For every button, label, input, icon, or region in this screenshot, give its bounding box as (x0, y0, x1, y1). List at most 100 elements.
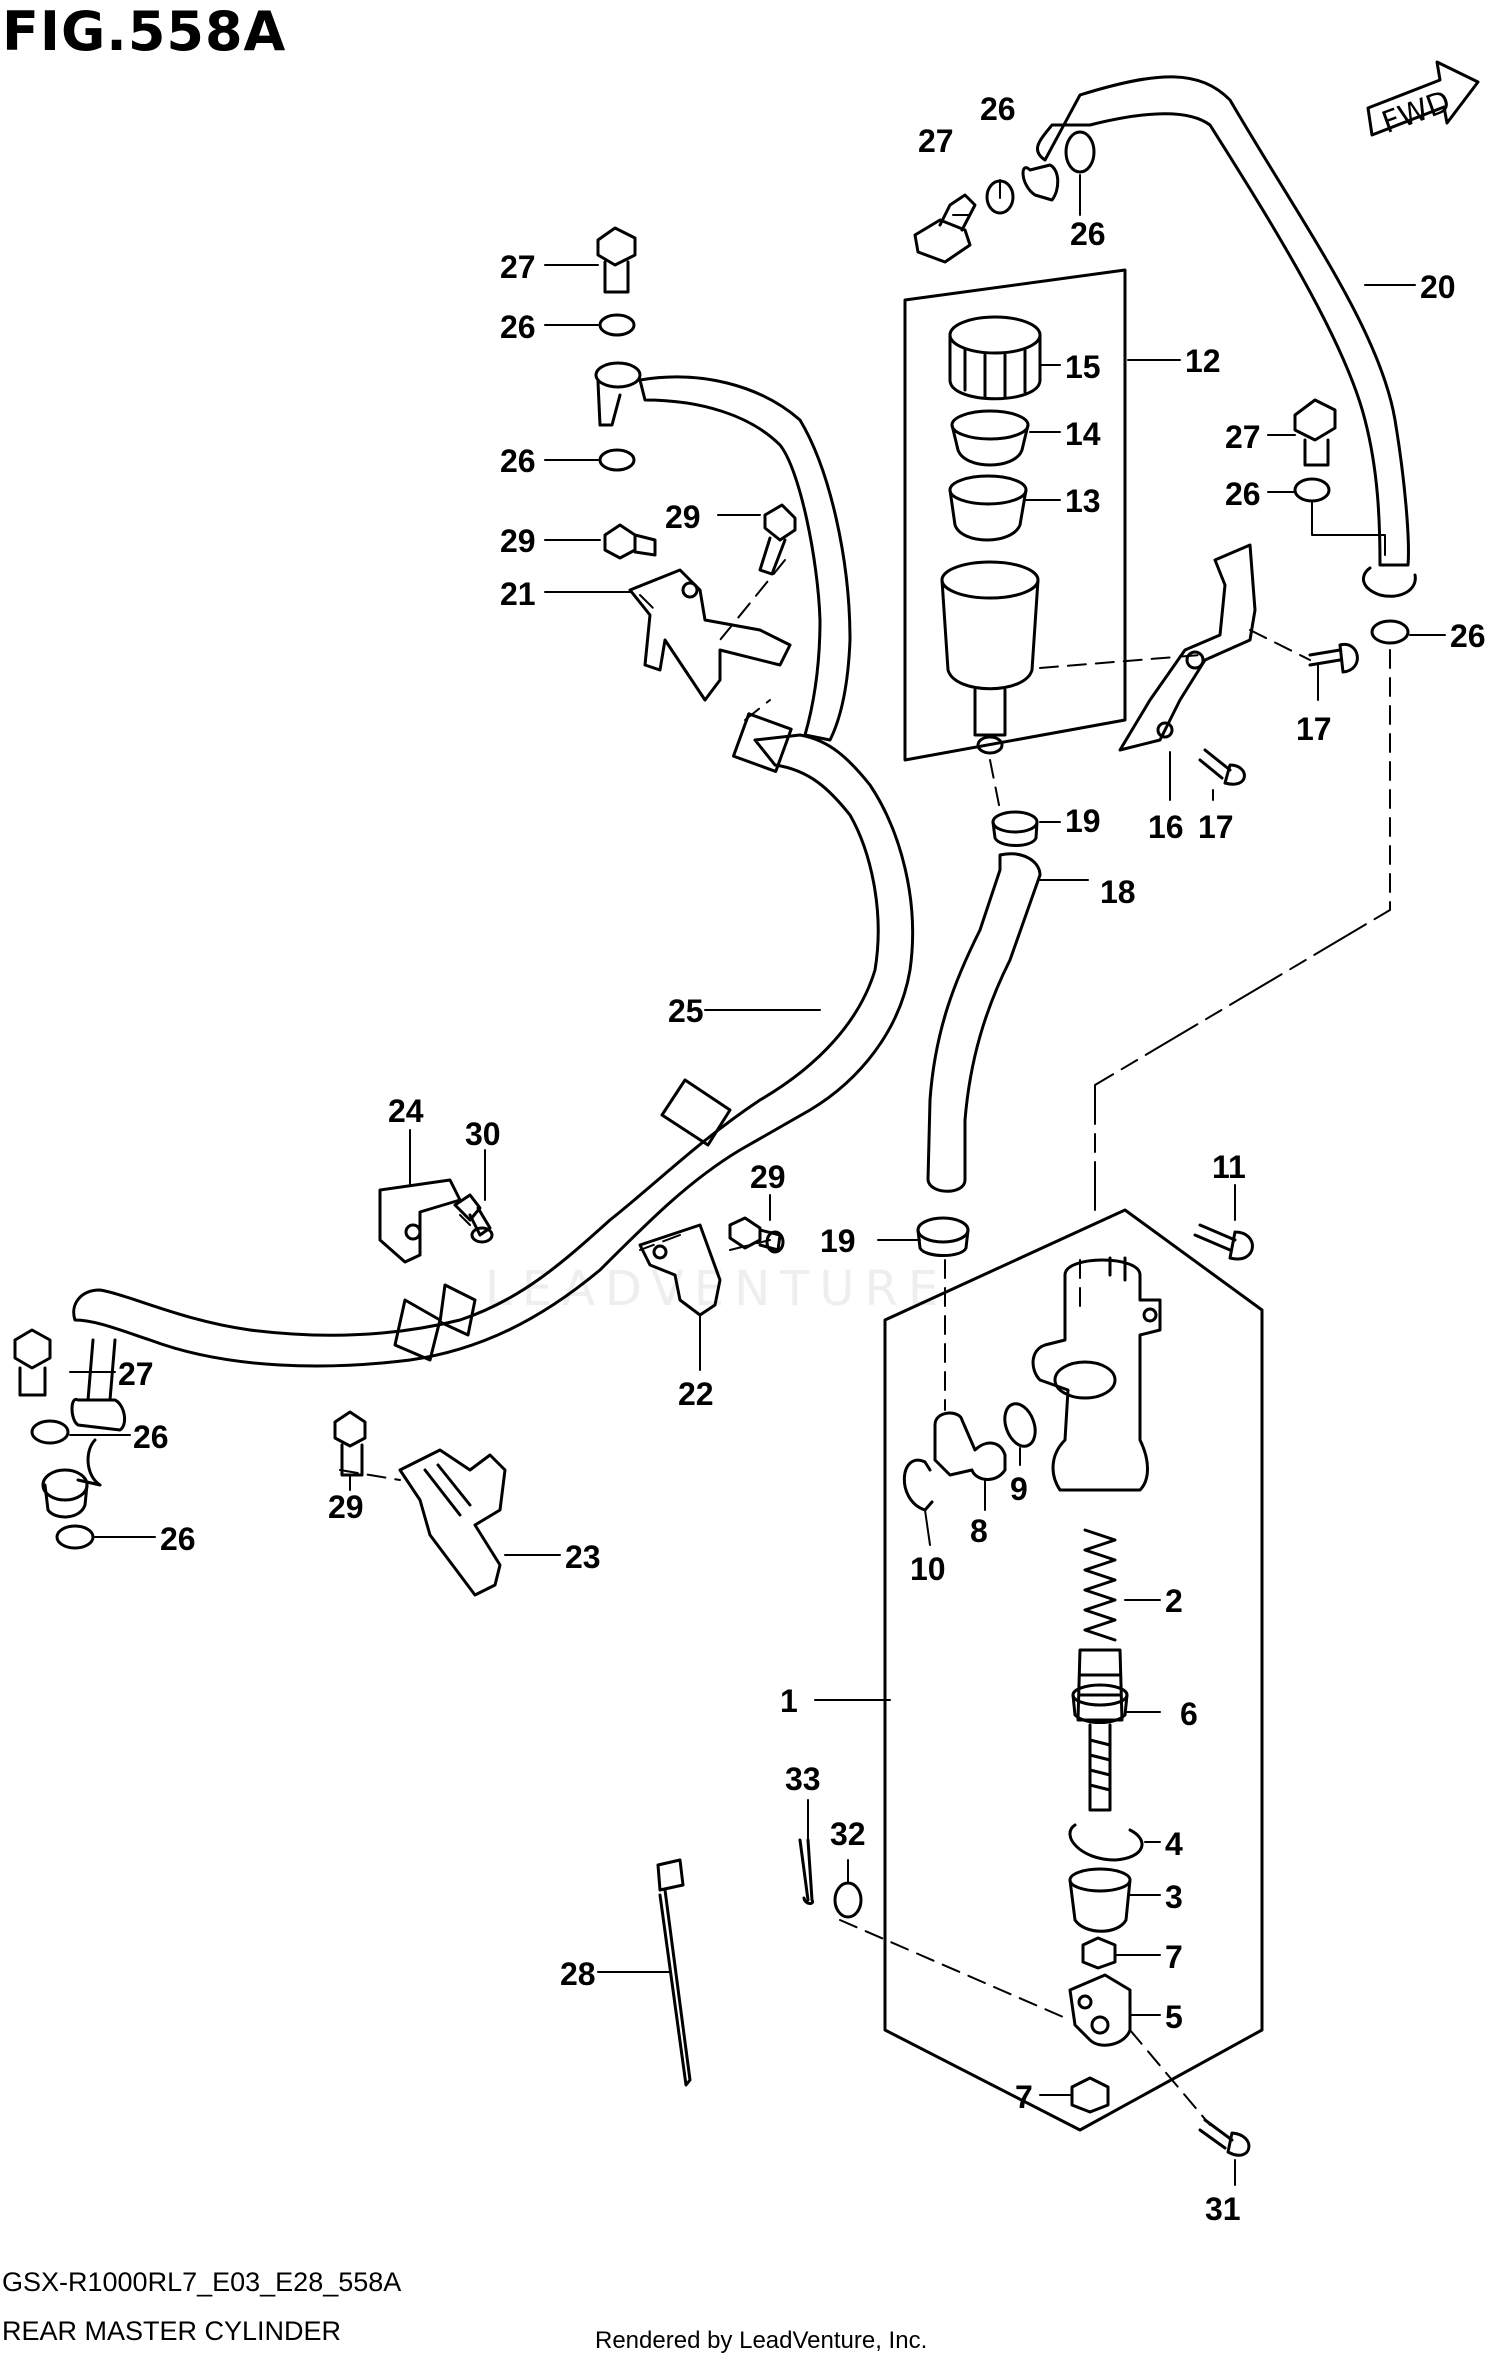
washer-26-left-a (598, 313, 636, 337)
callout-15: 15 (1065, 349, 1101, 385)
push-rod-6 (1071, 1683, 1129, 1812)
nut-7-bottom (1070, 2076, 1110, 2114)
callout-12: 12 (1185, 343, 1221, 379)
master-cylinder-body (1031, 1256, 1162, 1492)
callout-30: 30 (465, 1116, 501, 1152)
washer-26-right-b (1370, 619, 1410, 645)
callout-8: 8 (970, 1513, 988, 1549)
model-code: GSX-R1000RL7_E03_E28_558A (2, 2267, 402, 2297)
callout-25: 25 (668, 993, 704, 1029)
banjo-fitting-top (985, 130, 1096, 215)
callout-19-top: 19 (1065, 803, 1101, 839)
callout-23: 23 (565, 1539, 601, 1575)
callout-26-hose-b: 26 (160, 1521, 196, 1557)
callout-20: 20 (1420, 269, 1456, 305)
clevis-5 (1068, 1973, 1132, 2047)
bolt-29-d (333, 1410, 367, 1477)
leader-lines (69, 174, 1446, 2186)
piston-spring-2 (1076, 1528, 1124, 1722)
brake-hose-25 (70, 712, 915, 1487)
callout-18: 18 (1100, 874, 1136, 910)
callout-26-top-a: 26 (980, 91, 1016, 127)
callout-24: 24 (388, 1093, 424, 1129)
callout-3: 3 (1165, 1879, 1183, 1915)
fwd-label: FWD (1377, 84, 1455, 141)
bolt-29-b (758, 503, 797, 576)
circlip-4 (1068, 1823, 1144, 1862)
reservoir-hose-20 (1035, 75, 1417, 598)
callout-26-right-b: 26 (1450, 618, 1486, 654)
callout-10: 10 (910, 1551, 946, 1587)
washer-26-hose-b (55, 1524, 95, 1550)
hose-clamp-19-bottom (916, 1216, 970, 1257)
callout-2: 2 (1165, 1583, 1183, 1619)
callout-7-bottom: 7 (1015, 2079, 1033, 2115)
bolt-27-right (1293, 398, 1337, 467)
hose-clamp-19-top (991, 810, 1039, 847)
bolt-27-left (596, 226, 637, 294)
fwd-arrow-icon: FWD (1366, 60, 1480, 141)
reservoir-kit-outline (903, 268, 1127, 762)
callout-27-right: 27 (1225, 419, 1261, 455)
callout-17-a: 17 (1296, 711, 1332, 747)
callout-29-b: 29 (665, 499, 701, 535)
brake-hose-upper (594, 361, 852, 742)
callout-11: 11 (1212, 1149, 1246, 1185)
callout-26-top-b: 26 (1070, 216, 1106, 252)
nut-7-top (1081, 1936, 1117, 1970)
callout-26-hose-a: 26 (133, 1419, 169, 1455)
bolt-29-a (603, 523, 657, 560)
reservoir-cap-15 (948, 315, 1042, 401)
callout-27-top: 27 (918, 123, 954, 159)
callout-13: 13 (1065, 483, 1101, 519)
washer-26-right (1293, 477, 1331, 503)
callout-29-d: 29 (328, 1489, 364, 1525)
callout-29-c: 29 (750, 1159, 786, 1195)
o-ring-9 (1003, 1402, 1037, 1448)
screw-11 (1193, 1223, 1254, 1261)
callout-26-left-a: 26 (500, 309, 536, 345)
reference-line-main (1094, 909, 1391, 1211)
callout-19-bottom: 19 (820, 1223, 856, 1259)
inlet-fitting-8 (933, 1411, 1007, 1481)
callout-17-b: 17 (1198, 809, 1234, 845)
cable-tie-28 (656, 1858, 692, 2087)
callout-31: 31 (1205, 2191, 1241, 2227)
callout-26-right: 26 (1225, 476, 1261, 512)
callout-5: 5 (1165, 1999, 1183, 2035)
callout-21: 21 (500, 576, 536, 612)
diagram-name: REAR MASTER CYLINDER (2, 2316, 342, 2346)
hose-bracket-23 (398, 1448, 507, 1597)
callout-27-left: 27 (500, 249, 536, 285)
boot-3 (1068, 1867, 1132, 1933)
callout-27-hose: 27 (118, 1356, 154, 1392)
callout-7-top: 7 (1165, 1939, 1183, 1975)
callout-28: 28 (560, 1956, 596, 1992)
reservoir-bracket-16 (1118, 543, 1257, 752)
screw-17-b (1198, 748, 1246, 786)
reservoir-hose-18 (926, 852, 1042, 1193)
clevis-pin-31 (1198, 2118, 1251, 2157)
figure-title: FIG.558A (2, 0, 287, 63)
diaphragm-plate-14 (950, 409, 1030, 467)
bolt-29-c (728, 1216, 785, 1254)
callout-1: 1 (780, 1683, 798, 1719)
callout-22: 22 (678, 1376, 714, 1412)
washer-26-left-b (598, 448, 636, 472)
diaphragm-13 (948, 474, 1028, 542)
callout-26-left-b: 26 (500, 443, 536, 479)
callout-6: 6 (1180, 1696, 1198, 1732)
callout-29-a: 29 (500, 523, 536, 559)
reference-lines (339, 559, 1391, 2126)
master-cylinder-kit-outline (883, 1208, 1264, 2132)
callout-14: 14 (1065, 416, 1101, 452)
hose-clamp-24 (378, 1178, 462, 1264)
callout-32: 32 (830, 1816, 866, 1852)
callout-33: 33 (785, 1761, 821, 1797)
circlip-10 (902, 1458, 934, 1512)
washer-26-hose-a (30, 1419, 70, 1445)
callout-labels: 27 26 26 20 12 15 14 13 27 26 26 17 16 1… (118, 91, 1486, 2227)
render-credit: Rendered by LeadVenture, Inc. (595, 2327, 928, 2354)
bolt-27-hose (13, 1328, 52, 1397)
